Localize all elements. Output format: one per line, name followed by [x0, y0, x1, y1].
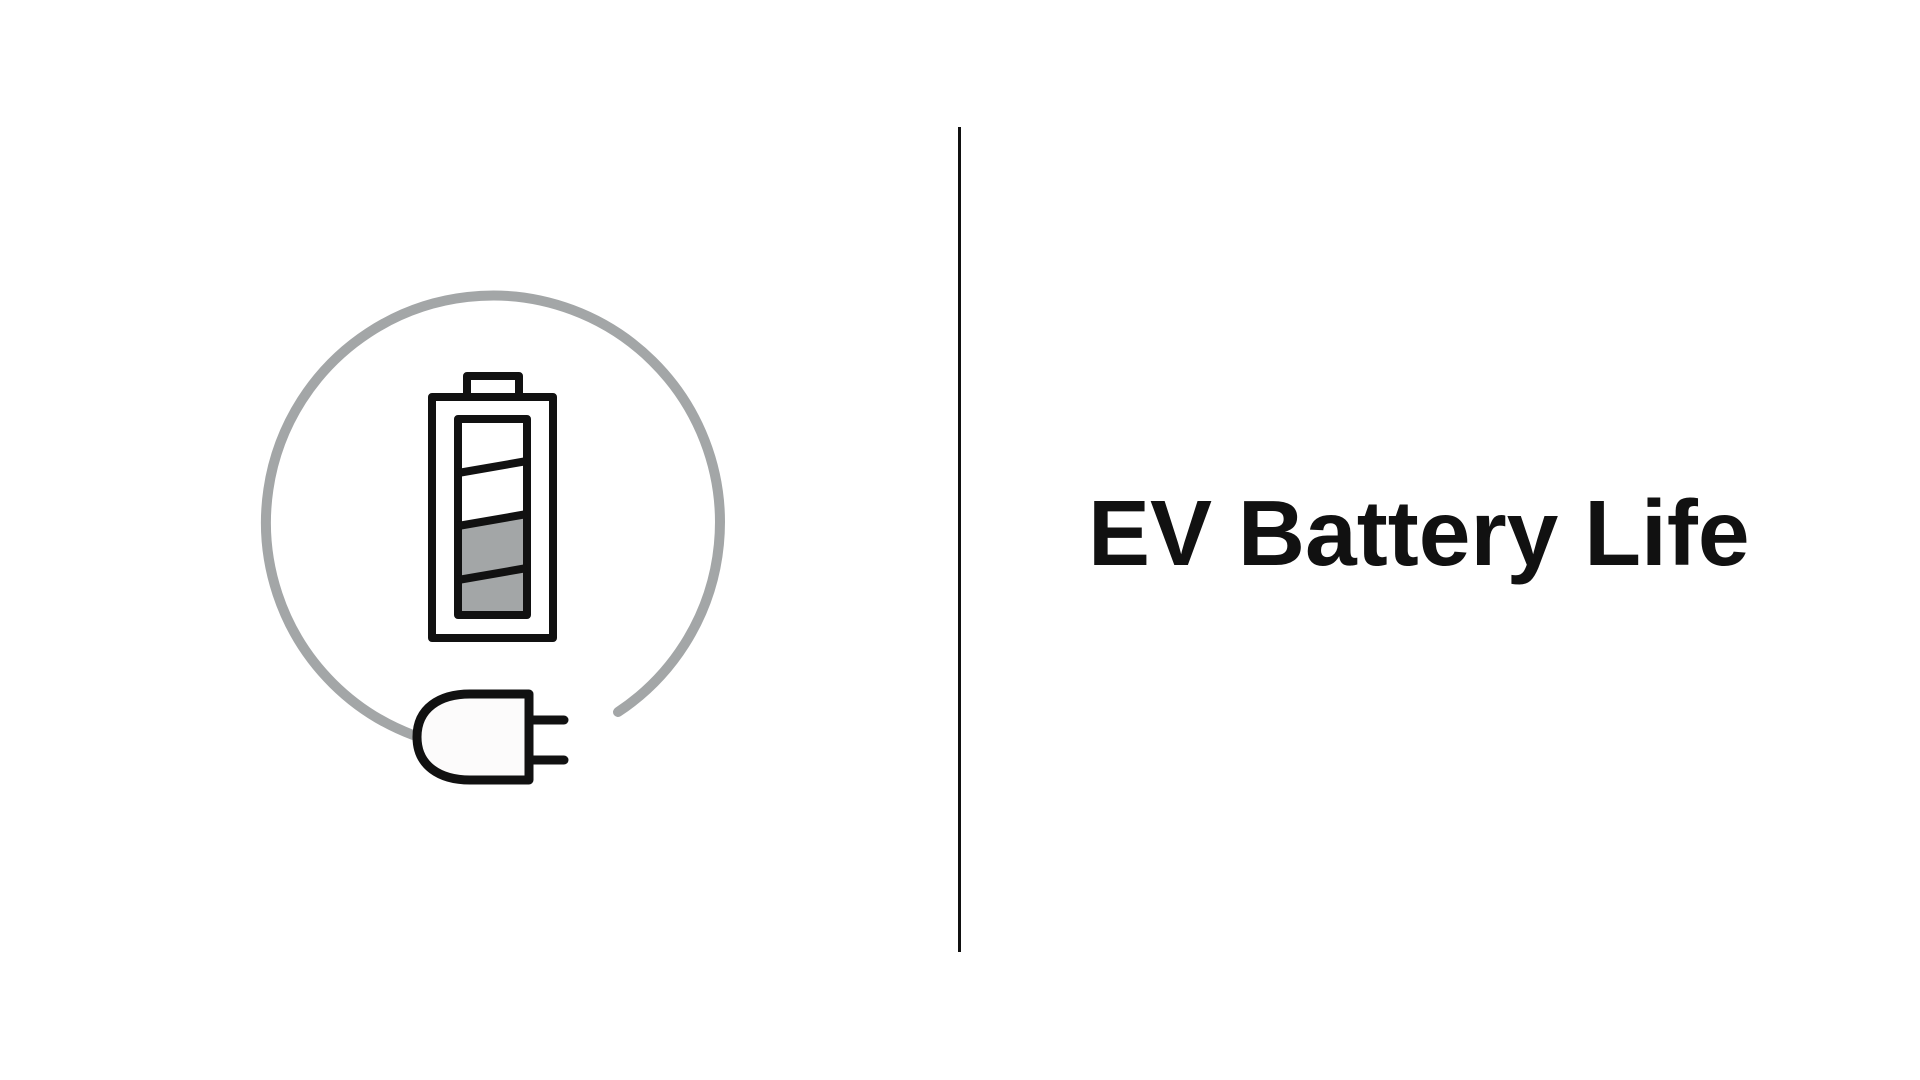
plug-icon: [412, 689, 569, 785]
battery-icon: [428, 372, 557, 642]
page-title: EV Battery Life: [1088, 481, 1750, 585]
charging-cable-icon: [260, 290, 725, 740]
vertical-divider: [958, 127, 961, 952]
